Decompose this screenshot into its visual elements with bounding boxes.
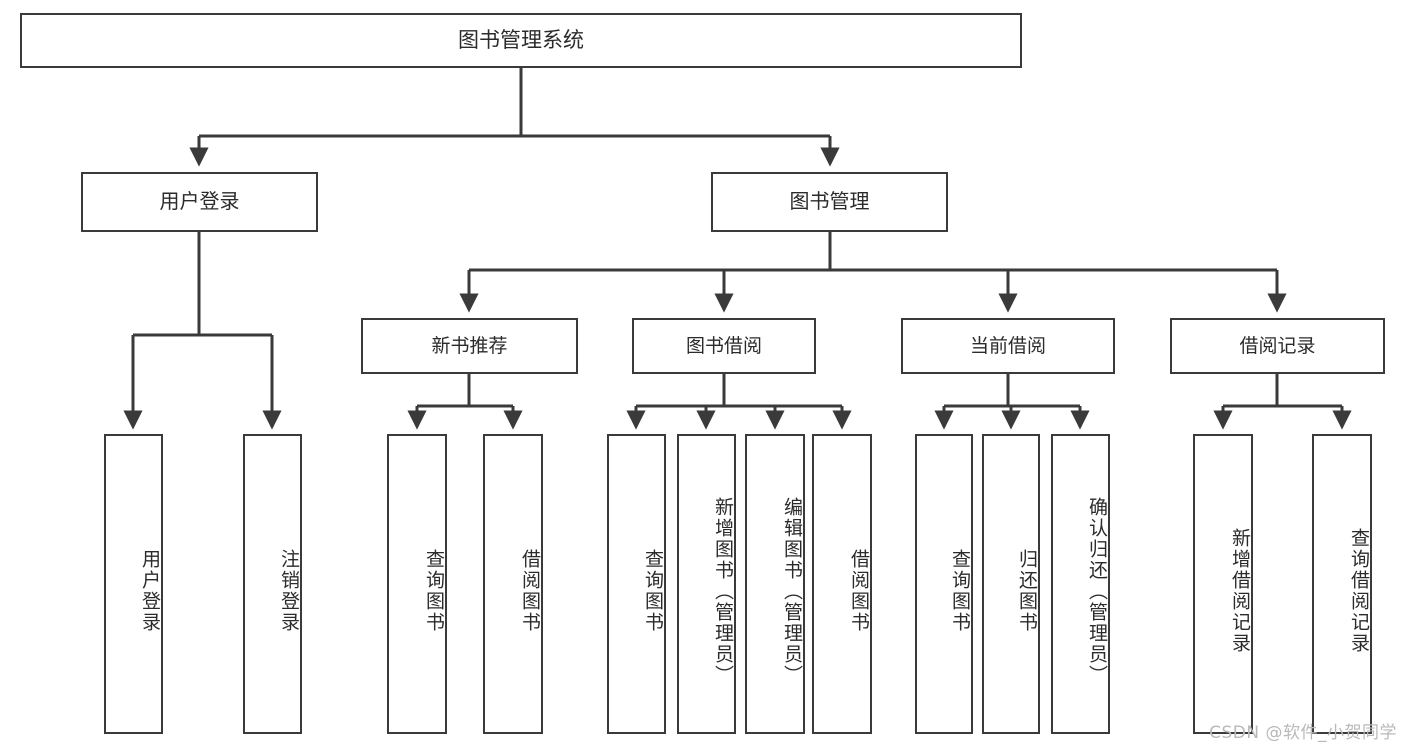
node-leaf-add-book-label: 新增图书（管理员）	[712, 496, 734, 686]
node-user-login-label: 用户登录	[159, 189, 240, 214]
node-leaf-return-book-label: 归还图书	[1016, 549, 1038, 633]
node-leaf-user-login[interactable]: 用户登录	[104, 434, 163, 734]
node-leaf-query-book-3[interactable]: 查询图书	[915, 434, 973, 734]
node-root[interactable]: 图书管理系统	[20, 13, 1022, 68]
node-new-book-recommend-label: 新书推荐	[431, 334, 508, 357]
node-book-borrow-label: 图书借阅	[685, 334, 762, 357]
node-new-book-recommend[interactable]: 新书推荐	[361, 318, 578, 374]
node-book-manage-label: 图书管理	[789, 189, 870, 214]
node-leaf-add-book[interactable]: 新增图书（管理员）	[677, 434, 736, 734]
node-current-borrow-label: 当前借阅	[969, 334, 1046, 357]
node-leaf-confirm-return-label: 确认归还（管理员）	[1086, 496, 1108, 686]
node-leaf-query-book-2[interactable]: 查询图书	[607, 434, 666, 734]
node-leaf-return-book[interactable]: 归还图书	[982, 434, 1040, 734]
node-leaf-borrow-book-2[interactable]: 借阅图书	[812, 434, 872, 734]
node-leaf-query-book-2-label: 查询图书	[642, 549, 664, 633]
node-leaf-query-book-1-label: 查询图书	[423, 549, 445, 633]
node-leaf-logout-login[interactable]: 注销登录	[243, 434, 302, 734]
node-leaf-query-record-label: 查询借阅记录	[1348, 528, 1370, 654]
node-leaf-add-record-label: 新增借阅记录	[1229, 528, 1251, 654]
node-root-label: 图书管理系统	[458, 28, 584, 53]
node-leaf-edit-book[interactable]: 编辑图书（管理员）	[745, 434, 805, 734]
node-book-borrow[interactable]: 图书借阅	[632, 318, 816, 374]
node-leaf-query-book-3-label: 查询图书	[949, 549, 971, 633]
node-leaf-borrow-book-1[interactable]: 借阅图书	[483, 434, 543, 734]
node-leaf-query-record[interactable]: 查询借阅记录	[1312, 434, 1372, 734]
node-leaf-query-book-1[interactable]: 查询图书	[387, 434, 447, 734]
node-leaf-borrow-book-2-label: 借阅图书	[848, 549, 870, 633]
node-leaf-borrow-book-1-label: 借阅图书	[519, 549, 541, 633]
node-book-manage[interactable]: 图书管理	[711, 172, 948, 232]
node-leaf-edit-book-label: 编辑图书（管理员）	[781, 496, 803, 686]
node-user-login[interactable]: 用户登录	[81, 172, 318, 232]
node-current-borrow[interactable]: 当前借阅	[901, 318, 1115, 374]
node-borrow-record[interactable]: 借阅记录	[1170, 318, 1385, 374]
node-leaf-logout-login-label: 注销登录	[278, 549, 300, 633]
node-leaf-confirm-return[interactable]: 确认归还（管理员）	[1051, 434, 1110, 734]
node-leaf-add-record[interactable]: 新增借阅记录	[1193, 434, 1253, 734]
node-leaf-user-login-label: 用户登录	[139, 549, 161, 633]
node-borrow-record-label: 借阅记录	[1239, 334, 1316, 357]
